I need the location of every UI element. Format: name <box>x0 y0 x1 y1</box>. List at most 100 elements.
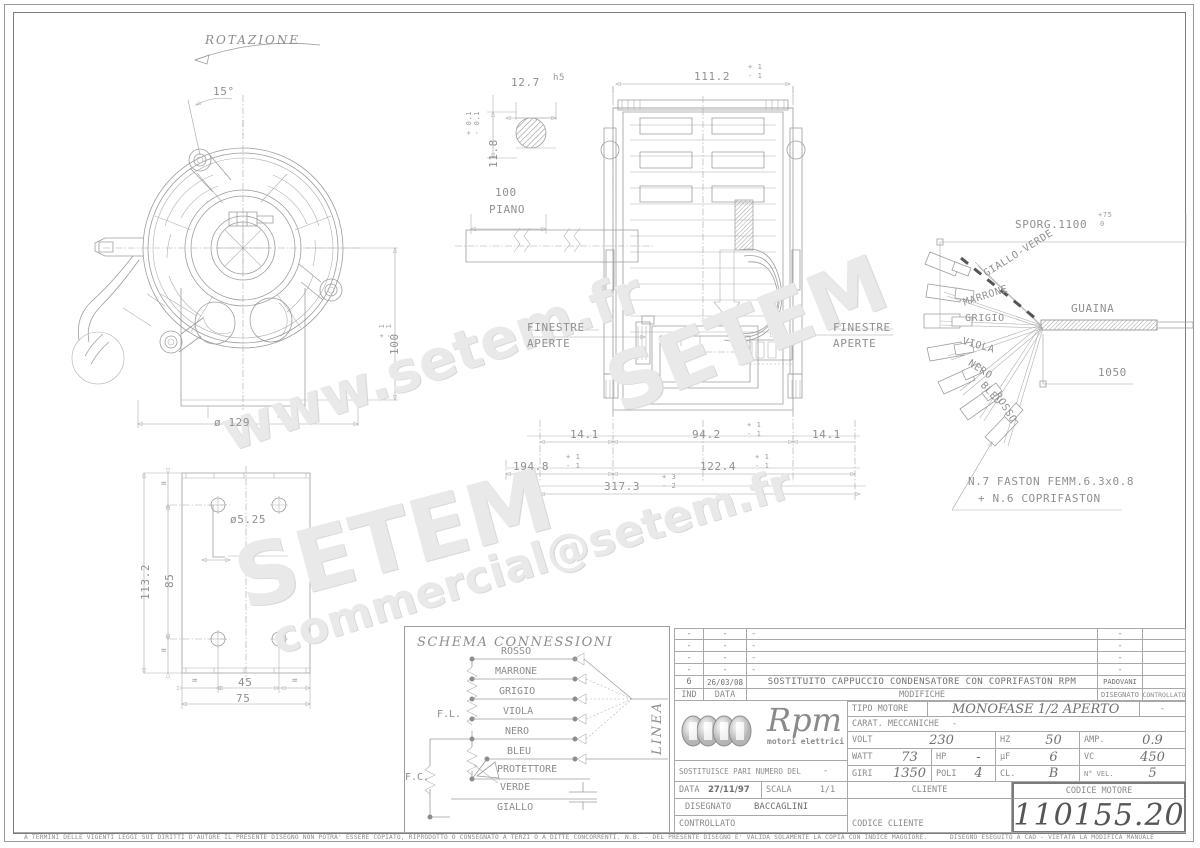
rev-row-3-ind: - <box>674 652 704 664</box>
schema-wire-grigio: GRIGIO <box>499 686 536 697</box>
dim-94-2: 94.2 <box>692 428 721 441</box>
rev-row-4-mod: - <box>747 664 1098 676</box>
amp-label: AMP. <box>1080 732 1120 749</box>
sheet-border-inner <box>13 12 1186 834</box>
title-block: - - - - - - - - - - - - - - - - 6 26/03/… <box>674 628 1186 833</box>
rev-row-3-data: - <box>704 652 747 664</box>
rev-row-5-ctrl <box>1143 676 1186 689</box>
rev-row-1-mod: - <box>747 628 1098 640</box>
hp-label: HP <box>932 749 962 766</box>
hz-label: HZ <box>996 732 1028 749</box>
vc-value: 450 <box>1120 749 1186 766</box>
scala-label: SCALA <box>762 782 808 799</box>
bracket-height-total: 113.2 <box>139 563 152 600</box>
rev-row-5-data: 26/03/08 <box>704 676 747 689</box>
tipo-motore-extra: - <box>1140 701 1186 717</box>
bracket-width-total: 75 <box>236 692 251 705</box>
schema-wire-giallo: GIALLO <box>497 802 534 813</box>
dim-317-3: 317.3 <box>604 480 641 493</box>
logo-mark <box>681 715 752 746</box>
rev-header-data: DATA <box>704 689 747 701</box>
faston-note-line2: + N.6 COPRIFASTON <box>978 492 1101 505</box>
codice-motore-value: 110155.20 <box>1012 799 1186 833</box>
rev-row-1-data: - <box>704 628 747 640</box>
poli-value: 4 <box>962 766 996 782</box>
shaft-length-label: PIANO <box>489 203 526 216</box>
shaft-flat-height-dim: 11.8 <box>487 139 500 168</box>
data-label: DATA <box>674 782 708 799</box>
protrusion-tol-minus: 0 <box>1100 220 1105 228</box>
rev-row-2-data: - <box>704 640 747 652</box>
nvel-value: 5 <box>1120 766 1186 782</box>
footer-legal-right: DISEGNO ESEGUITO A CAD - VIETATA LA MODI… <box>950 834 1155 841</box>
logo-name: Rpm <box>767 701 842 739</box>
giri-label: GIRI <box>848 766 888 782</box>
rev-row-2-ctrl <box>1143 640 1186 652</box>
shaft-flat-fit: h5 <box>553 73 566 83</box>
bracket-equal-mark-4: = <box>292 676 299 686</box>
rev-row-2-mod: - <box>747 640 1098 652</box>
poli-label: POLI <box>932 766 962 782</box>
rev-row-5-dis: PADOVANI <box>1098 676 1143 689</box>
sheath-label: GUAINA <box>1071 302 1115 315</box>
rev-row-5-mod: SOSTITUITO CAPPUCCIO CONDENSATORE CON CO… <box>747 676 1098 689</box>
schema-protector-label: PROTETTORE <box>497 764 558 775</box>
rev-row-4-data: - <box>704 664 747 676</box>
vc-label: VC <box>1080 749 1120 766</box>
dim-194-8-tol-minus: - 1 <box>566 462 581 470</box>
amp-value: 0.9 <box>1120 732 1186 749</box>
volt-value: 230 <box>888 732 996 749</box>
dim-122-4: 122.4 <box>700 460 737 473</box>
watt-value: 73 <box>888 749 932 766</box>
rev-header-ind: IND <box>674 689 704 701</box>
body-width-tol-minus: - 1 <box>748 72 763 80</box>
footer-legal-left: A TERMINI DELLE VIGENTI LEGGI SUI DIRITT… <box>24 834 621 841</box>
bracket-equal-mark-1: = <box>161 479 168 489</box>
rev-row-4-ctrl <box>1143 664 1186 676</box>
rev-row-4-dis: - <box>1098 664 1143 676</box>
watt-label: WATT <box>848 749 888 766</box>
rotation-label: ROTAZIONE <box>205 33 301 47</box>
bracket-height-inner: 85 <box>163 573 176 588</box>
giri-value: 1350 <box>888 766 932 782</box>
rev-row-5-ind: 6 <box>674 676 704 689</box>
diameter-dimension: ø 129 <box>214 416 251 429</box>
dim-14-1-left: 14.1 <box>570 428 599 441</box>
rev-row-3-mod: - <box>747 652 1098 664</box>
shaft-length-dim: 100 <box>495 186 517 199</box>
rev-row-1-ctrl <box>1143 628 1186 640</box>
schema-fl-label: F.L. <box>437 709 462 720</box>
window-label-left: FINESTRE APERTE <box>527 321 585 350</box>
footer-legal-middle: N.B. - DEL PRESENTE DISEGNO E' VALIDA SO… <box>625 834 928 841</box>
dim-194-8-tol-plus: + 1 <box>566 453 581 461</box>
dim-94-2-tol-minus: - 1 <box>747 430 762 438</box>
scala-value: 1/1 <box>808 782 848 799</box>
rev-row-1-ind: - <box>674 628 704 640</box>
codice-cliente-label: CODICE CLIENTE <box>848 816 1012 833</box>
sheet-border-outer <box>4 4 1194 842</box>
schema-wire-marrone: MARRONE <box>495 666 538 677</box>
protrusion-tol-plus: +75 <box>1098 211 1113 219</box>
schema-wire-verde: VERDE <box>500 782 531 793</box>
uf-value: 6 <box>1028 749 1080 766</box>
schema-wire-viola: VIOLA <box>503 706 534 717</box>
dim-194-8: 194.8 <box>513 460 550 473</box>
dim-14-1-right: 14.1 <box>812 428 841 441</box>
controllato-label: CONTROLLATO <box>674 816 848 833</box>
schema-line-label: LINEA <box>650 700 665 755</box>
connection-schema: SCHEMA CONNESSIONI ROSSO MARRONE GRIGIO … <box>404 626 670 833</box>
shaft-tol-minus: - 0.1 <box>473 110 481 135</box>
schema-wire-bleu: BLEU <box>507 746 532 757</box>
tipo-motore-label: TIPO MOTORE <box>848 701 928 717</box>
bracket-equal-mark-2: = <box>161 646 168 656</box>
rev-header-ctrl: CONTROLLATO <box>1143 689 1186 701</box>
body-width-tol-plus: + 1 <box>748 63 763 71</box>
rev-header-dis: DISEGNATO <box>1098 689 1143 701</box>
footer-strip <box>14 832 1186 845</box>
company-logo: Rpm motori elettrici <box>674 701 848 761</box>
rev-row-4-ind: - <box>674 664 704 676</box>
data-value: 27/11/97 <box>708 782 762 799</box>
dim-122-4-tol-plus: + 1 <box>755 453 770 461</box>
rev-row-3-ctrl <box>1143 652 1186 664</box>
